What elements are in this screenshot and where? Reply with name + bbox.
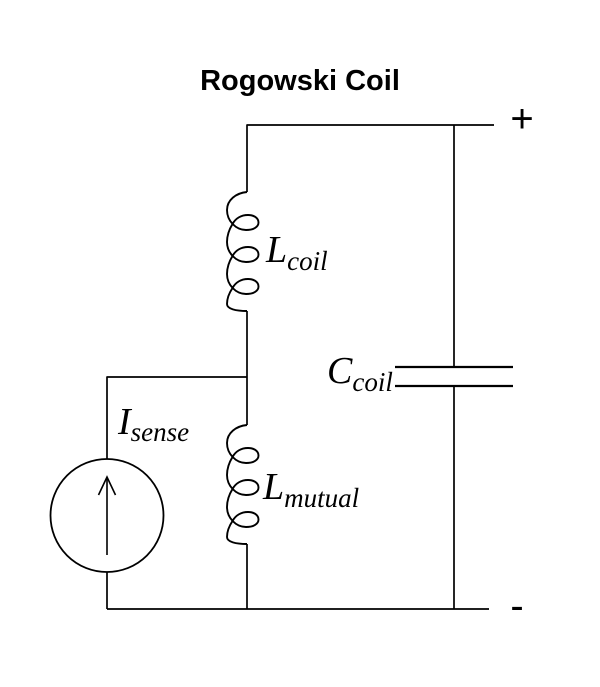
- inductor-l-mutual-symbol: [226, 424, 260, 545]
- label-i-sense: Isense: [117, 401, 189, 447]
- inductor-l-coil-symbol: [226, 191, 260, 312]
- label-l-mutual: Lmutual: [262, 466, 359, 513]
- label-c-coil-subscript: coil: [352, 367, 393, 397]
- wire-top: [246, 124, 494, 192]
- label-i-sense-subscript: sense: [131, 417, 189, 447]
- label-l-coil-symbol: L: [265, 229, 287, 271]
- terminal-positive: +: [510, 97, 533, 141]
- diagram-title: Rogowski Coil: [200, 65, 400, 97]
- current-arrow-up-icon: [97, 475, 117, 555]
- label-i-sense-symbol: I: [117, 401, 133, 443]
- label-l-coil-subscript: coil: [287, 246, 328, 276]
- terminal-negative: -: [510, 584, 523, 628]
- label-l-mutual-subscript: mutual: [284, 483, 359, 513]
- current-source-circle: [49, 458, 165, 573]
- label-l-mutual-symbol: L: [262, 466, 284, 508]
- wire-source-branch-top: [106, 376, 247, 459]
- label-l-coil: Lcoil: [265, 229, 328, 276]
- label-c-coil: Ccoil: [327, 350, 393, 397]
- label-c-coil-symbol: C: [327, 350, 353, 392]
- current-arrow-head: [97, 475, 117, 496]
